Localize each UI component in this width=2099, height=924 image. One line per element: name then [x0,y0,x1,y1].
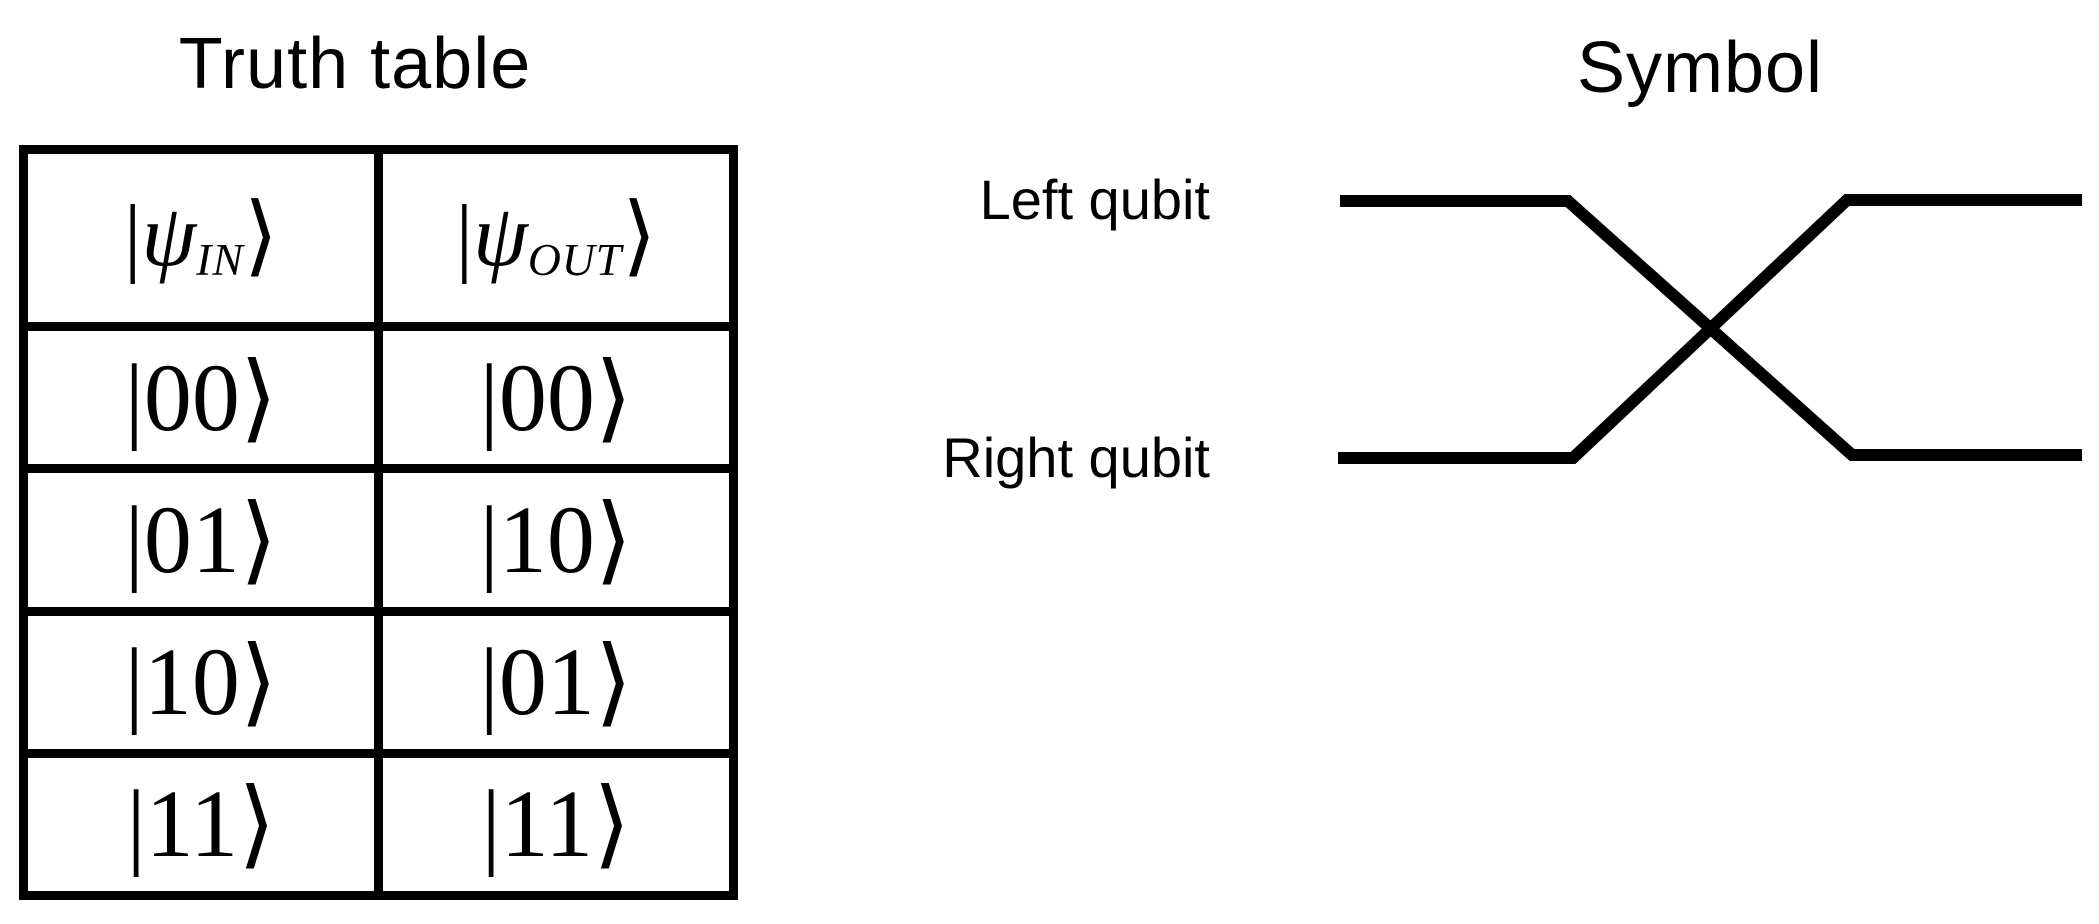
truth-table-row: |10⟩ |01⟩ [19,606,738,758]
psi-in-subscript: IN [196,234,244,286]
truth-table: |ψIN⟩ |ψOUT⟩ |00⟩ |00⟩ |01⟩ |10⟩ |10⟩ |0… [19,145,738,901]
cell-in-11: |11⟩ [19,748,383,901]
right-qubit-wire [1338,194,2082,464]
ket-close: ⟩ [243,188,279,286]
cell-out-10: |10⟩ [374,464,738,616]
psi-symbol: ψ [141,188,197,286]
ket-close: ⟩ [622,188,657,286]
header-cell-psi-in: |ψIN⟩ [19,145,383,331]
cell-in-10: |10⟩ [19,606,383,758]
ket-open: | [123,188,142,286]
truth-table-header-row: |ψIN⟩ |ψOUT⟩ [19,145,738,331]
symbol-title: Symbol [1576,28,1824,108]
ket-open: | [455,188,474,286]
left-qubit-label: Left qubit [979,168,1210,231]
cell-in-01: |01⟩ [19,464,383,616]
psi-symbol: ψ [473,188,528,286]
cell-out-11: |11⟩ [374,748,738,901]
psi-out-subscript: OUT [527,234,623,286]
cell-out-01: |01⟩ [374,606,738,758]
cell-out-00: |00⟩ [374,321,738,474]
header-cell-psi-out: |ψOUT⟩ [374,145,738,331]
truth-table-row: |11⟩ |11⟩ [19,748,738,901]
truth-table-row: |01⟩ |10⟩ [19,464,738,616]
truth-table-title: Truth table [178,24,532,104]
cell-in-00: |00⟩ [19,321,383,474]
right-qubit-label: Right qubit [942,426,1210,489]
truth-table-row: |00⟩ |00⟩ [19,321,738,474]
